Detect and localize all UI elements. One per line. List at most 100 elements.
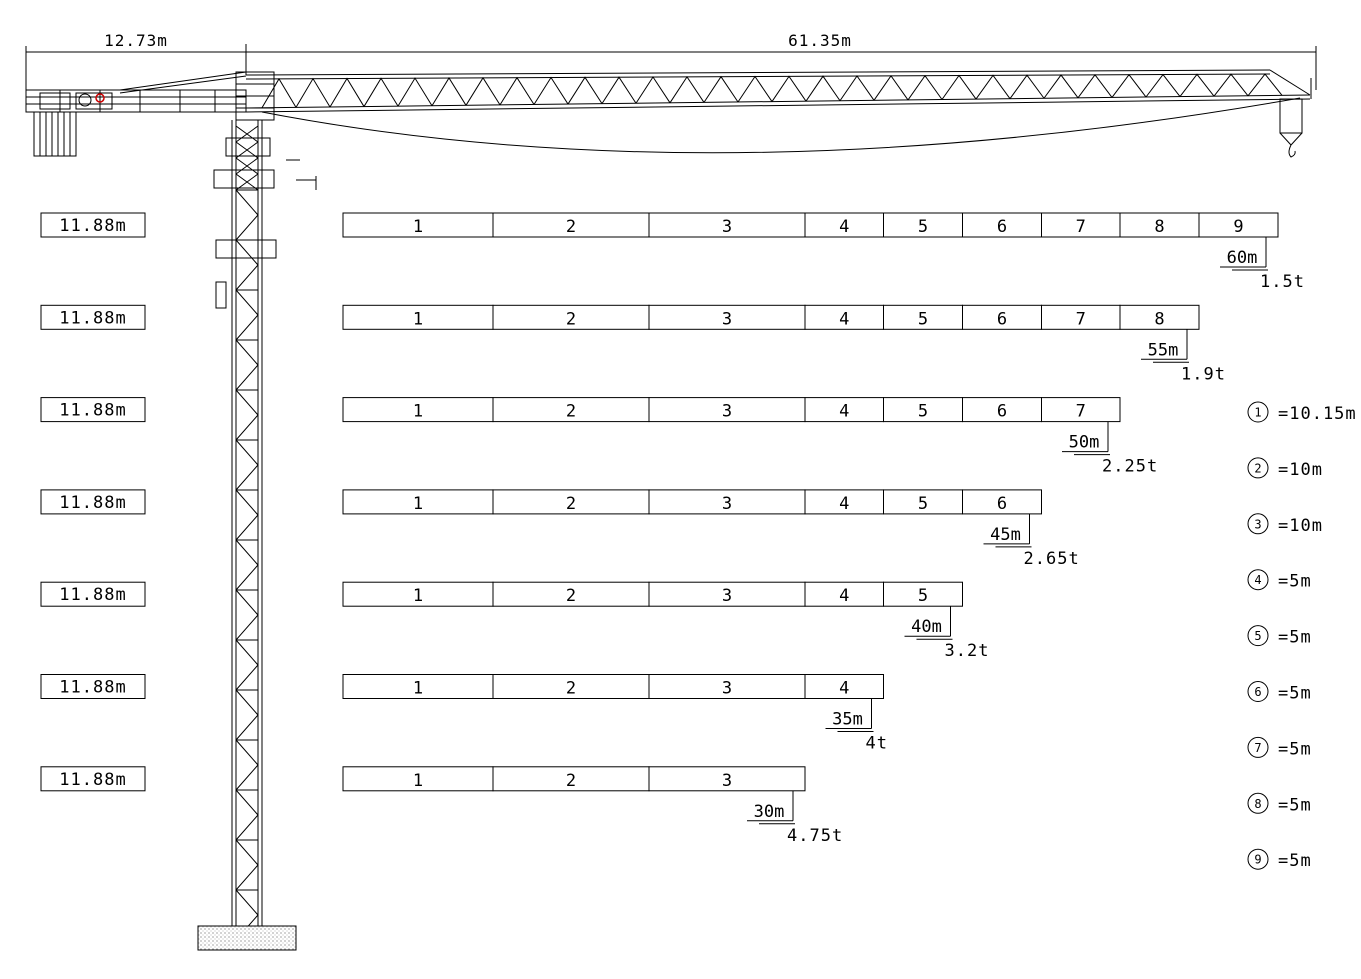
legend-number-circle <box>1247 848 1269 870</box>
counterweight-box <box>40 212 146 238</box>
jib-segment-number: 6 <box>997 217 1007 237</box>
load-label: 4.75t <box>787 826 843 846</box>
jib-segment-number: 3 <box>722 494 732 514</box>
counterweight-label: 11.88m <box>59 770 126 790</box>
legend-length: =10m <box>1278 460 1323 480</box>
dimension-line <box>25 44 1317 90</box>
legend-item: 6=5m <box>1247 681 1311 704</box>
counterweight-label: 11.88m <box>59 493 126 513</box>
jib-segment-number: 2 <box>566 402 576 422</box>
jib-segment-number: 2 <box>566 494 576 514</box>
jib-segment-number: 7 <box>1076 402 1086 422</box>
jib-segment <box>1198 212 1279 238</box>
legend-length: =10m <box>1278 516 1323 536</box>
legend-number: 5 <box>1254 629 1261 643</box>
jib-segment-number: 8 <box>1154 309 1164 329</box>
legend-number-circle <box>1247 457 1269 479</box>
legend-number: 6 <box>1254 685 1261 699</box>
jib-dimension: 61.35m <box>788 31 852 50</box>
jib-segment <box>1041 397 1121 423</box>
jib-segment-number: 2 <box>566 217 576 237</box>
legend-number: 2 <box>1254 461 1261 475</box>
radius-label: 35m <box>832 710 863 730</box>
jib-segment-number: 4 <box>839 679 849 699</box>
jib-segment-number: 3 <box>722 679 732 699</box>
counterweight-box <box>40 489 146 515</box>
jib-segment <box>648 766 806 792</box>
counterweight-label: 11.88m <box>59 678 126 698</box>
legend-item: 7=5m <box>1247 736 1311 759</box>
legend-length: =5m <box>1278 572 1312 592</box>
legend-number: 1 <box>1254 406 1261 420</box>
legend-number-circle <box>1247 401 1269 423</box>
jib-segment-number: 5 <box>918 217 928 237</box>
radius-label: 50m <box>1069 433 1100 453</box>
legend-number: 3 <box>1254 517 1261 531</box>
legend-item: 4=5m <box>1247 569 1312 592</box>
legend-length: =5m <box>1278 795 1312 815</box>
jib-segment-number: 3 <box>722 309 732 329</box>
legend-length: =5m <box>1278 851 1312 871</box>
jib-segment-number: 2 <box>566 771 576 791</box>
jib-segment <box>962 489 1042 515</box>
jib-segment <box>1119 304 1200 330</box>
jib-segment-number: 3 <box>722 217 732 237</box>
jib-segment-number: 5 <box>918 586 928 606</box>
jib-segment-number: 1 <box>413 679 423 699</box>
load-label: 2.65t <box>1024 549 1080 569</box>
jib-segment-number: 7 <box>1076 217 1086 237</box>
legend-number-circle <box>1247 681 1269 702</box>
jib-segment-number: 4 <box>839 494 849 514</box>
counterweight-box <box>40 674 146 699</box>
counterweight-label: 11.88m <box>59 401 126 421</box>
jib-segment-number: 1 <box>413 402 423 422</box>
counterweight-box <box>40 304 146 330</box>
counterweight-block <box>33 111 77 157</box>
foundation <box>197 925 297 951</box>
counterweight-label: 11.88m <box>59 585 126 605</box>
legend-item: 8=5m <box>1247 792 1312 815</box>
counterweight-box <box>40 766 146 792</box>
jib-segment-number: 6 <box>997 494 1007 514</box>
segment-legend: 1=10.15m2=10m3=10m4=5m5=5m6=5m7=5m8=5m9=… <box>1247 401 1356 871</box>
radius-label: 60m <box>1227 248 1258 268</box>
radius-label: 55m <box>1148 340 1179 360</box>
legend-length: =5m <box>1278 628 1312 648</box>
jib-segment-number: 4 <box>839 309 849 329</box>
jib-segment-number: 2 <box>566 309 576 329</box>
counterweight-label: 11.88m <box>59 216 126 236</box>
counter-jib <box>25 71 247 113</box>
jib-segment <box>883 581 963 607</box>
legend-item: 5 =5m <box>1247 625 1312 648</box>
counterweight-box <box>40 397 146 423</box>
legend-number-circle <box>1247 792 1269 814</box>
legend-number-circle <box>1247 625 1269 647</box>
jib-segment-number: 5 <box>918 494 928 514</box>
load-label: 4t <box>866 734 888 754</box>
jib-segment-number: 1 <box>413 309 423 329</box>
counterweight-box <box>40 581 146 607</box>
legend-item: 2 =10m <box>1247 457 1323 480</box>
counter-jib-dimension: 12.73m <box>104 31 168 50</box>
jib-segment-number: 9 <box>1233 217 1243 237</box>
load-label: 1.9t <box>1181 364 1226 384</box>
legend-number: 9 <box>1254 853 1261 867</box>
load-label: 2.25t <box>1102 457 1158 477</box>
radius-label: 40m <box>911 617 942 637</box>
jib-segment-number: 3 <box>722 586 732 606</box>
tower-head <box>213 71 317 309</box>
legend-number-circle <box>1247 736 1269 758</box>
legend-number-circle <box>1247 513 1269 535</box>
jib-segment-number: 4 <box>839 217 849 237</box>
legend-number-circle <box>1247 569 1269 591</box>
